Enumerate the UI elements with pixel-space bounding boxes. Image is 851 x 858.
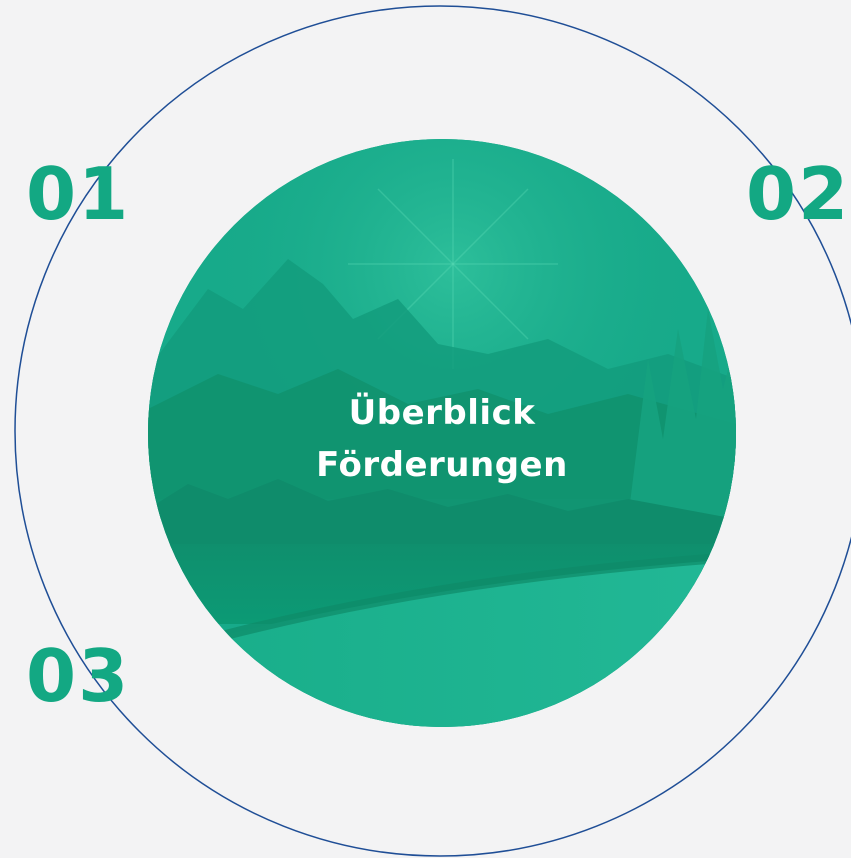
center-title-line-2: Förderungen bbox=[316, 445, 568, 485]
step-number-03[interactable]: 03 bbox=[26, 634, 131, 718]
step-number-01[interactable]: 01 bbox=[26, 152, 131, 236]
center-image-circle[interactable]: Überblick Förderungen bbox=[148, 139, 736, 727]
mountain-lake-landscape-image bbox=[148, 139, 736, 727]
center-title-line-1: Überblick bbox=[348, 393, 536, 433]
center-title: Überblick Förderungen bbox=[148, 387, 736, 491]
step-number-02[interactable]: 02 bbox=[746, 152, 851, 236]
